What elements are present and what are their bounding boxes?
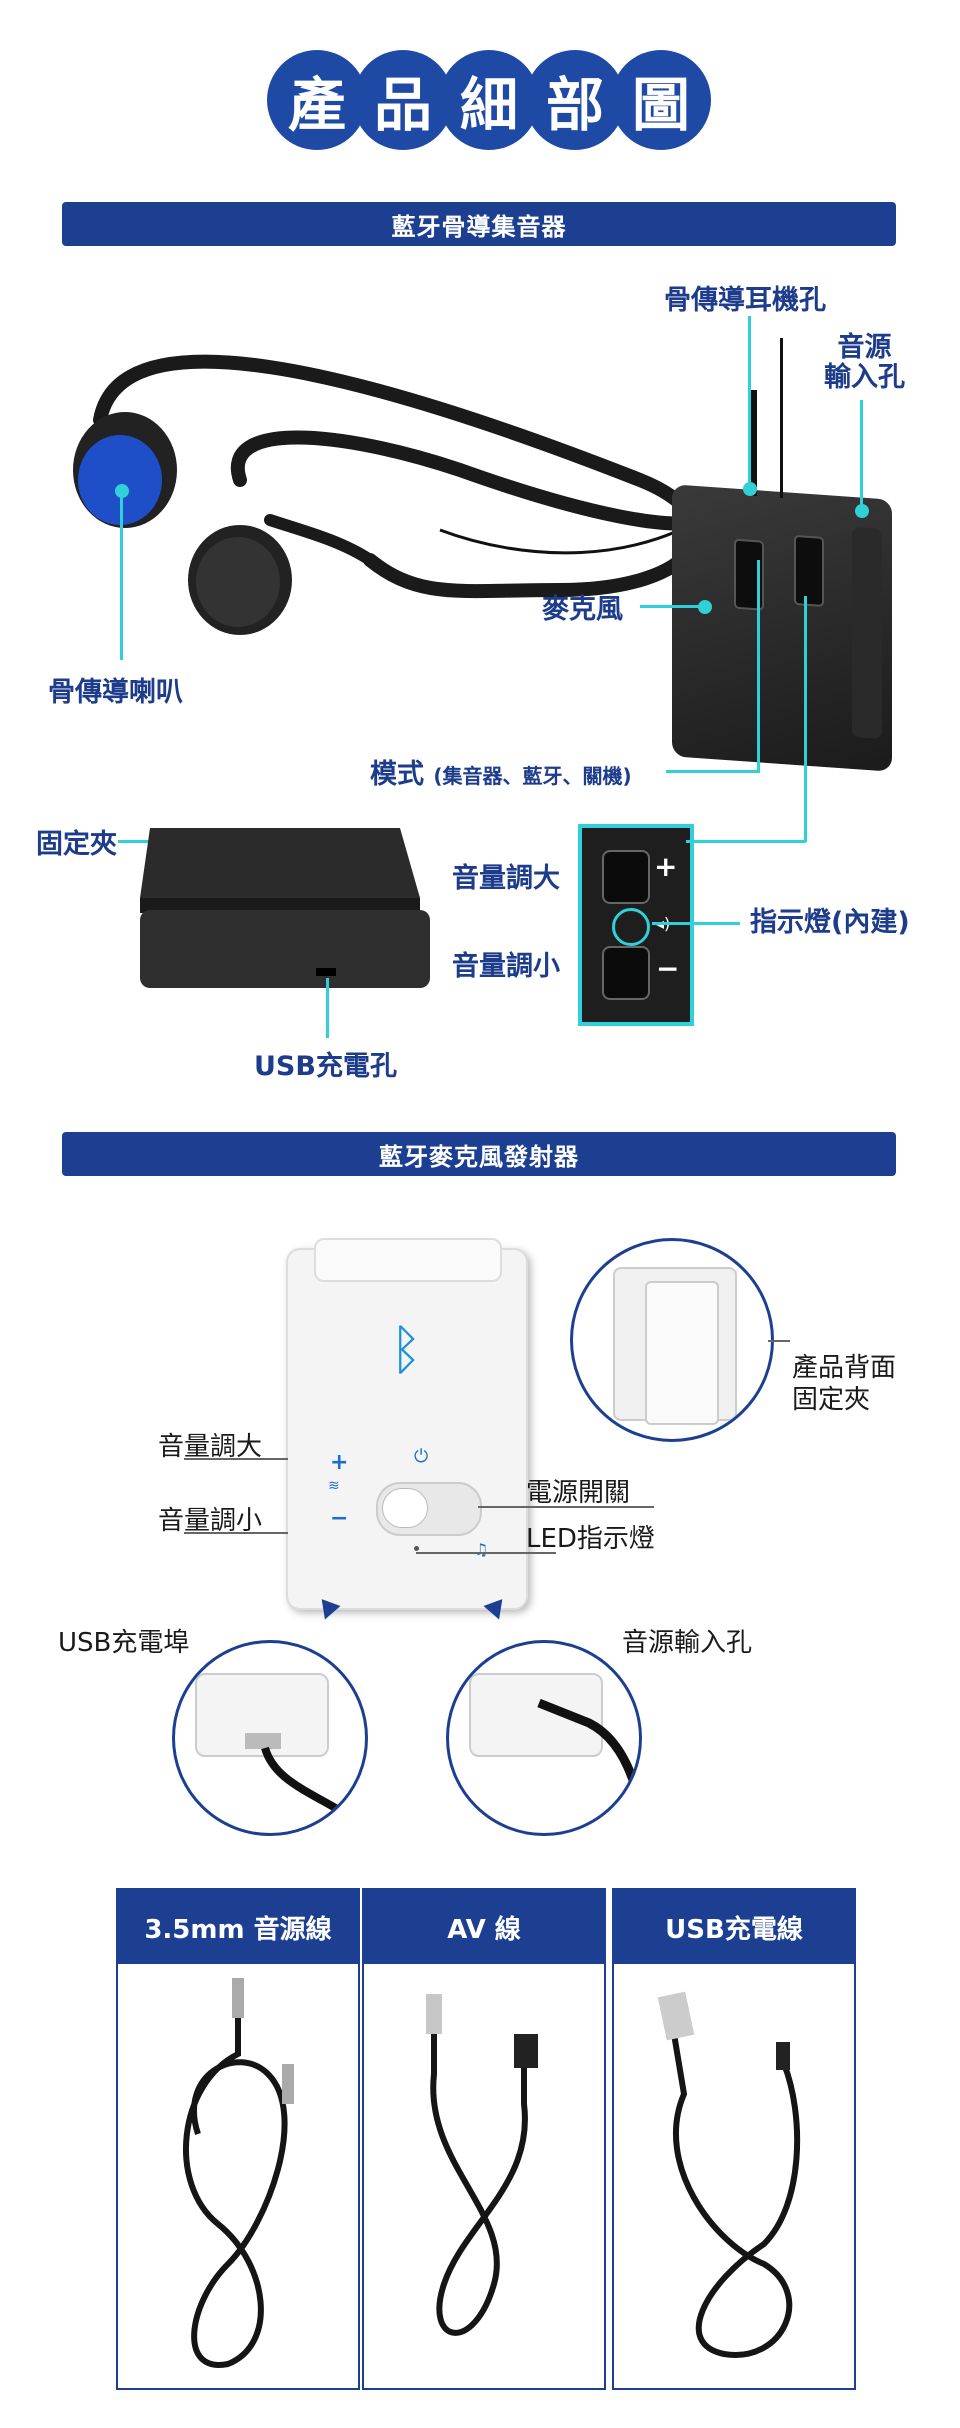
transmitter-clip-top (314, 1238, 502, 1282)
label-back-clip: 產品背面 固定夾 (792, 1353, 897, 1415)
label-led: LED指示燈 (526, 1524, 655, 1554)
title-char: 圖 (611, 50, 711, 150)
cable-card-usb: USB充電線 (612, 1888, 856, 2390)
clip-module-image (140, 828, 430, 988)
volume-zoom-panel: + − ◂) (578, 824, 694, 1026)
cable-card-av: AV 線 (362, 1888, 606, 2390)
label-indicator: 指示燈(內建) (750, 907, 910, 938)
title-char: 產 (267, 50, 367, 150)
title-char: 品 (353, 50, 453, 150)
av-cable-image (426, 1994, 538, 2336)
power-icon: ⏻ (414, 1446, 429, 1467)
label-audio-input: 音源 輸入孔 (824, 332, 905, 393)
label-mode-main: 模式 (370, 759, 424, 790)
leader-dot (115, 484, 129, 498)
label-clip: 固定夾 (36, 829, 117, 860)
minus-icon: − (330, 1506, 349, 1531)
section2-header: 藍牙麥克風發射器 (62, 1132, 896, 1176)
earphone-cable-plug (749, 390, 757, 496)
minus-icon: − (656, 952, 680, 985)
leader-line (748, 316, 751, 486)
leader-line (184, 1458, 288, 1460)
title-char: 部 (525, 50, 625, 150)
leader-line (120, 490, 123, 660)
audio-cable (780, 338, 783, 498)
label-volume-up: 音量調大 (452, 863, 560, 894)
leader-line (666, 770, 760, 773)
label-volume-down: 音量調小 (158, 1506, 263, 1536)
leader-line (184, 1532, 288, 1534)
leader-line (640, 605, 700, 608)
back-clip-zoom (570, 1238, 774, 1442)
leader-line (416, 1552, 556, 1554)
leader-dot (743, 482, 757, 496)
leader-line (686, 840, 806, 843)
receiver-box (672, 484, 892, 772)
label-usb-port: USB充電孔 (254, 1051, 397, 1082)
plus-icon: + (330, 1450, 349, 1475)
label-usb-charge-port: USB充電埠 (58, 1628, 190, 1658)
label-audio-input-port: 音源輸入孔 (622, 1628, 753, 1658)
label-power-switch: 電源開關 (526, 1478, 631, 1508)
wifi-icon: ≋ (328, 1478, 340, 1494)
label-speaker: 骨傳導喇叭 (48, 677, 183, 708)
section1-header: 藍牙骨導集音器 (62, 202, 896, 246)
leader-dot (698, 600, 712, 614)
title-char: 細 (439, 50, 539, 150)
leader-line (478, 1506, 654, 1508)
label-volume-down: 音量調小 (452, 951, 560, 982)
label-mode-sub: (集音器、藍牙、關機) (433, 764, 632, 788)
leader-line (804, 596, 807, 842)
leader-line (768, 1340, 790, 1342)
power-switch (376, 1482, 482, 1536)
usb-port-zoom (172, 1640, 368, 1836)
transmitter-body: ᛒ + − ⏻ ≋ ♫ (286, 1238, 528, 1610)
usb-cable-image (657, 1991, 801, 2358)
leader-line (757, 560, 760, 773)
audio-port-zoom (446, 1640, 642, 1836)
leader-line (652, 922, 740, 925)
indicator-ring (612, 908, 650, 946)
label-microphone: 麥克風 (542, 594, 623, 625)
volume-down-key (602, 946, 650, 1000)
cable-label: USB充電線 (614, 1890, 854, 1964)
music-icon: ♫ (474, 1540, 489, 1559)
plus-icon: + (654, 850, 678, 883)
volume-up-key (602, 850, 650, 904)
cable-label: 3.5mm 音源線 (118, 1890, 358, 1964)
label-mode: 模式 (集音器、藍牙、關機) (370, 752, 632, 791)
leader-line (860, 400, 863, 510)
leader-line (326, 978, 329, 1038)
page-title: 產 品 細 部 圖 (0, 30, 960, 170)
leader-line (118, 840, 178, 843)
cable-label: AV 線 (364, 1890, 604, 1964)
cable-card-3-5mm: 3.5mm 音源線 (116, 1888, 360, 2390)
audio-cable-image (182, 1978, 294, 2368)
led-dot (414, 1546, 419, 1551)
label-earphone-jack: 骨傳導耳機孔 (664, 285, 826, 316)
bone-conduction-headphone-image (73, 354, 731, 635)
bluetooth-icon: ᛒ (390, 1318, 423, 1381)
label-volume-up: 音量調大 (158, 1432, 263, 1462)
leader-dot (855, 504, 869, 518)
volume-switch (794, 534, 824, 607)
